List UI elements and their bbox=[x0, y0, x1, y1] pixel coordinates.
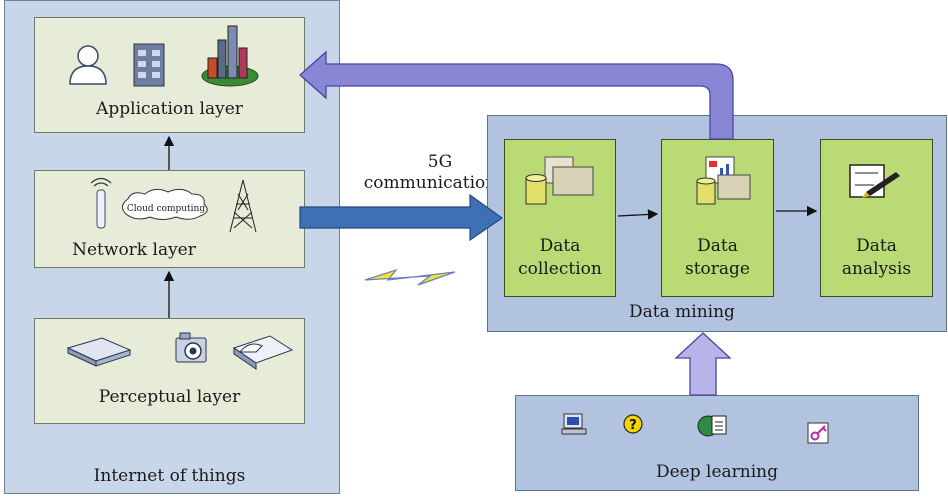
globe-document-icon bbox=[697, 415, 727, 437]
data-collection-label-2: collection bbox=[518, 259, 602, 279]
building-icon bbox=[133, 43, 165, 87]
data-analysis-label-1: Data bbox=[856, 236, 897, 256]
deep-learning-panel bbox=[515, 395, 919, 491]
data-analysis-label-2: analysis bbox=[841, 259, 912, 279]
svg-text:?: ? bbox=[629, 418, 637, 433]
perceptual-layer-label: Perceptual layer bbox=[98, 387, 241, 407]
scanner-icon bbox=[232, 335, 294, 370]
deep-learning-title: Deep learning bbox=[655, 462, 778, 482]
camera-icon bbox=[175, 332, 207, 363]
key-icon bbox=[807, 422, 829, 444]
data-collection-label-1: Data bbox=[539, 236, 581, 256]
deep-learning-arrow bbox=[674, 332, 732, 396]
document-pen-icon bbox=[849, 164, 900, 198]
data-storage-label-2: storage bbox=[685, 259, 750, 279]
router-icon bbox=[66, 337, 132, 367]
link-label-communication: communication bbox=[363, 173, 497, 193]
cloud-computing-label: Cloud computing bbox=[127, 204, 205, 214]
application-layer-label: Application layer bbox=[96, 99, 243, 119]
collection-to-storage-arrow bbox=[617, 209, 659, 220]
computer-icon bbox=[561, 413, 587, 435]
city-icon bbox=[201, 25, 259, 87]
data-mining-title: Data mining bbox=[629, 302, 735, 322]
user-icon bbox=[69, 45, 107, 85]
data-storage-label-1: Data bbox=[697, 236, 738, 256]
5g-arrow bbox=[299, 193, 504, 242]
chart-database-icon bbox=[696, 156, 751, 205]
perceptual-layer-box bbox=[34, 318, 305, 424]
storage-to-application-arrow bbox=[299, 50, 734, 140]
cloud-icon: Cloud computing bbox=[122, 188, 208, 220]
network-layer-label: Network layer bbox=[72, 240, 196, 260]
folder-database-icon bbox=[525, 156, 594, 205]
tower-icon bbox=[229, 179, 257, 233]
antenna-icon bbox=[90, 177, 112, 229]
help-icon: ? bbox=[623, 414, 643, 434]
link-label-5g: 5G bbox=[427, 152, 453, 172]
iot-title: Internet of things bbox=[93, 466, 246, 486]
lightning-icon bbox=[364, 268, 456, 286]
